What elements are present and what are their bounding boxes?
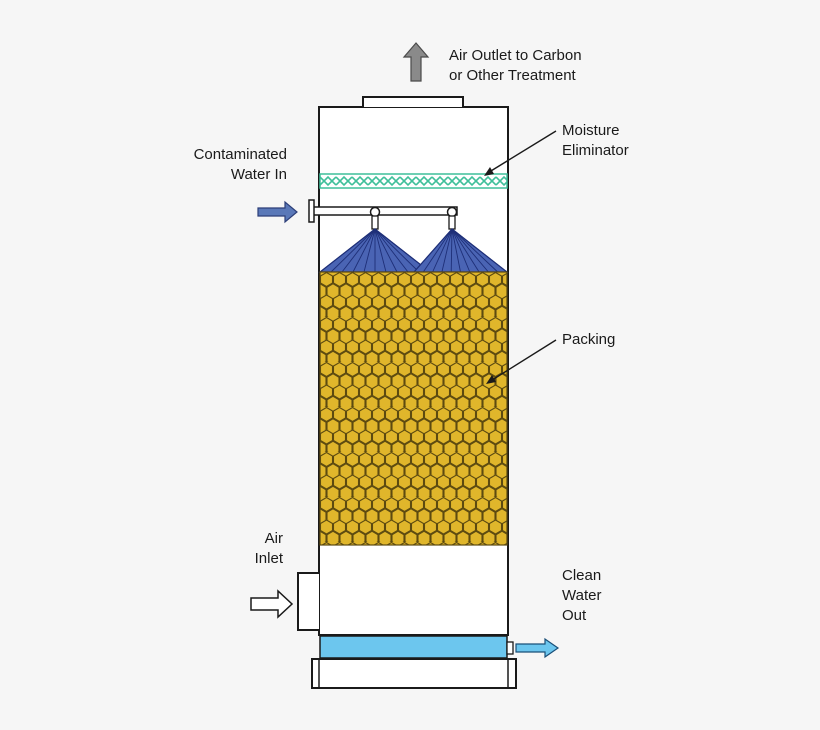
air-inlet-label-line-2: Inlet — [254, 550, 283, 567]
spray-streak — [451, 228, 480, 273]
tower-base — [311, 658, 517, 689]
packing-leader-arrowhead — [486, 375, 496, 384]
spray-streak — [451, 228, 499, 273]
air-inlet-arrow-icon — [250, 589, 294, 619]
air-outlet-label-line-2: or Other Treatment — [449, 67, 576, 84]
moisture-eliminator-label: Moisture Eliminator — [562, 121, 629, 161]
water-in-arrow-icon — [257, 200, 298, 224]
moisture-leader-arrowhead — [484, 167, 494, 176]
moisture-eliminator — [319, 173, 508, 189]
spray-streak — [441, 228, 453, 273]
spray-streak — [374, 228, 409, 273]
air-outlet-label: Air Outlet to Carbon or Other Treatment — [449, 46, 582, 86]
contaminated-water-label: Contaminated Water In — [170, 145, 287, 185]
spray-streak — [319, 228, 376, 273]
packing-texture — [319, 271, 508, 546]
clean-water-arrow-icon — [515, 637, 560, 659]
moisture-leader-line — [485, 130, 557, 175]
air-inlet-label: Air Inlet — [232, 529, 283, 569]
nozzle-1 — [371, 215, 379, 230]
spray-streak — [374, 228, 420, 273]
packing-label: Packing — [562, 330, 615, 350]
moisture-eliminator-label-line-2: Eliminator — [562, 142, 629, 159]
spray-streak — [432, 228, 453, 273]
contaminated-water-label-line-2: Water In — [230, 166, 287, 183]
spray-streak — [330, 228, 376, 273]
spray-streak — [374, 228, 398, 273]
air-inlet-label-line-1: Air — [264, 530, 283, 547]
spray-streak — [341, 228, 376, 273]
nozzle-2 — [448, 215, 456, 230]
spray-streak — [363, 228, 376, 273]
clean-water-label-line-3: Out — [562, 607, 587, 624]
air-outlet-label-line-1: Air Outlet to Carbon — [449, 47, 582, 64]
contaminated-water-label-line-1: Contaminated — [193, 146, 287, 163]
air-outlet-arrow-icon — [402, 42, 430, 82]
packing-label-line-1: Packing — [562, 331, 616, 348]
clean-water-label: Clean Water Out — [562, 566, 601, 626]
spray-streak — [413, 228, 453, 273]
clean-water-label-line-1: Clean — [562, 567, 602, 584]
spray-streak — [374, 228, 387, 273]
nozzle-joint-2 — [446, 206, 458, 218]
distribution-pipe — [310, 206, 458, 216]
moisture-eliminator-label-line-1: Moisture — [562, 122, 620, 139]
spray-streak — [451, 228, 508, 273]
nozzle-joint-1 — [369, 206, 381, 218]
pipe-flange — [308, 199, 315, 223]
spray-streak — [450, 228, 453, 273]
packing-leader-line — [488, 339, 557, 383]
spray-streak — [352, 228, 376, 273]
spray-streak — [422, 228, 453, 273]
air-inlet-housing — [297, 572, 319, 631]
outlet-nozzle — [506, 641, 514, 655]
clean-water-sump — [319, 635, 508, 659]
spray-cones — [318, 228, 509, 273]
clean-water-label-line-2: Water — [562, 587, 602, 604]
spray-streak — [451, 228, 489, 273]
spray-streak — [451, 228, 461, 273]
tower-outlet-cap — [362, 96, 464, 107]
spray-streak — [451, 228, 471, 273]
